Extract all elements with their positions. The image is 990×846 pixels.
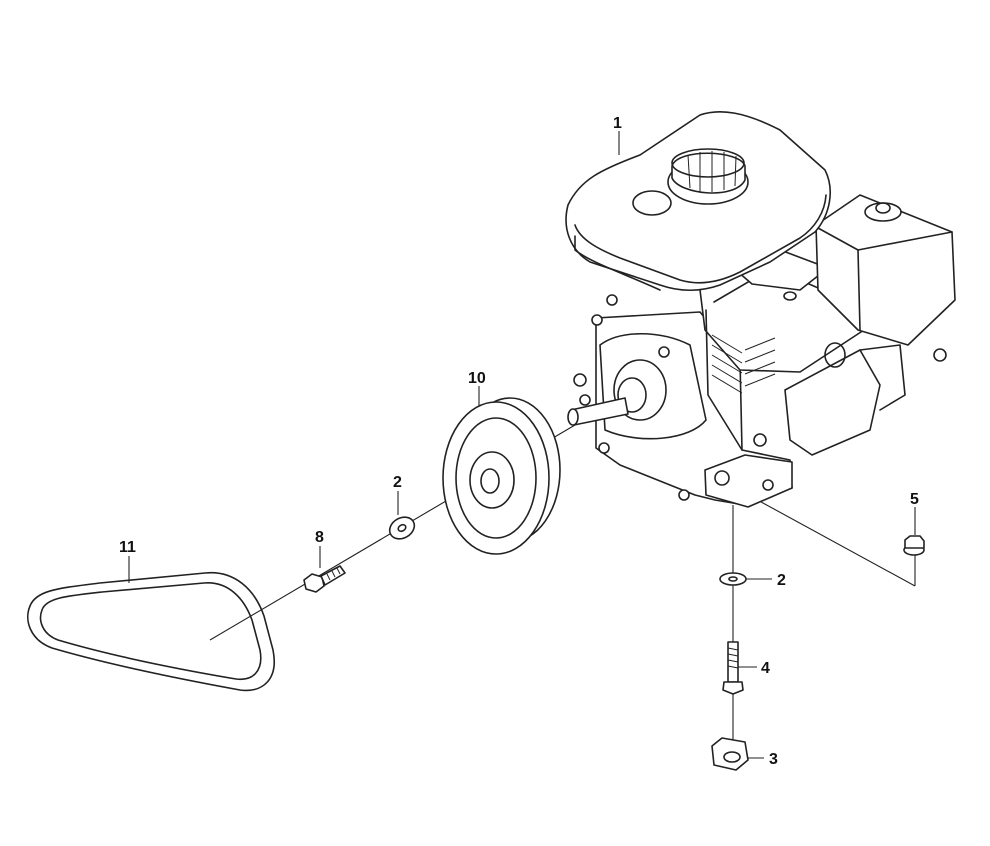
callouts: 1 10 2 8 11 5 2 4 3 (119, 115, 919, 768)
callout-bolt-pulley: 8 (315, 529, 324, 546)
callout-nut: 5 (910, 491, 919, 508)
mount-clip[interactable] (711, 737, 749, 771)
pulley-washer[interactable] (386, 513, 419, 543)
callout-belt: 11 (119, 539, 136, 556)
callout-pulley: 10 (468, 370, 486, 387)
mount-washer[interactable] (719, 572, 747, 586)
callout-washer-pulley: 2 (393, 474, 402, 491)
flange-nut[interactable] (903, 535, 925, 556)
v-belt[interactable] (27, 571, 275, 692)
callout-engine: 1 (613, 115, 622, 132)
mount-bolt[interactable] (722, 641, 744, 695)
pulley-bolt[interactable] (303, 565, 346, 593)
engine[interactable] (565, 110, 956, 508)
callout-washer-mount: 2 (777, 572, 786, 589)
callout-clip: 3 (769, 751, 778, 768)
callout-bolt-mount: 4 (761, 660, 770, 677)
pulley[interactable] (442, 397, 561, 555)
